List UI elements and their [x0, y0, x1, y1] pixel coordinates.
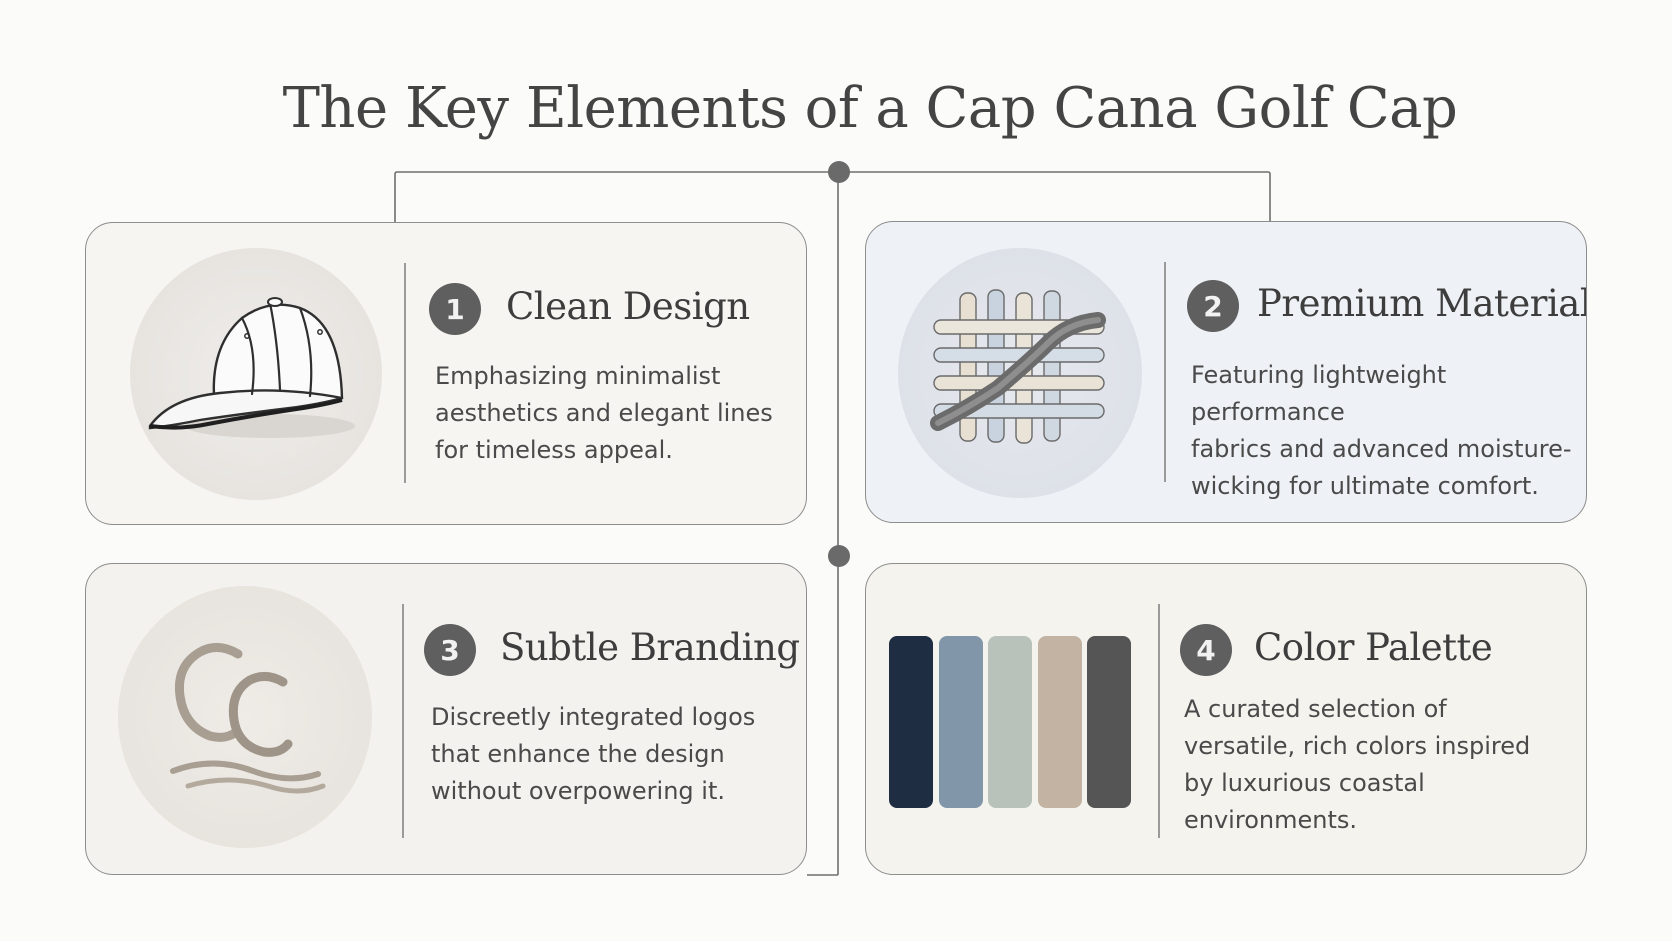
swatch-sage	[988, 636, 1032, 808]
connector-node-middle	[828, 545, 850, 567]
connector-node-top	[828, 161, 850, 183]
card-color-palette: 4 Color Palette A curated selection of v…	[865, 563, 1587, 875]
card-heading: Subtle Branding	[500, 626, 800, 669]
swatch-charcoal	[1087, 636, 1131, 808]
woven-fabric-icon	[898, 248, 1142, 498]
swatch-slate-blue	[938, 636, 983, 808]
cc-monogram-logo-icon	[118, 586, 372, 848]
card-heading: Color Palette	[1254, 626, 1493, 669]
card-description: Discreetly integrated logos that enhance…	[431, 703, 756, 805]
card-divider	[1164, 262, 1166, 482]
card-premium-materials: 2 Premium Materials Featuring lightweigh…	[865, 221, 1587, 523]
swatch-sand	[1037, 636, 1082, 808]
card-clean-design: 1 Clean Design Emphasizing minimalist ae…	[85, 222, 807, 525]
card-subtle-branding: 3 Subtle Branding Discreetly integrated …	[85, 563, 807, 875]
card-divider	[404, 263, 406, 483]
number-badge: 4	[1180, 624, 1232, 676]
number-badge: 3	[424, 624, 476, 676]
card-description: A curated selection of versatile, rich c…	[1184, 695, 1531, 834]
color-swatches-icon	[889, 636, 1134, 808]
card-divider	[402, 604, 404, 838]
number-badge: 1	[429, 283, 481, 335]
card-heading: Clean Design	[506, 285, 750, 328]
card-description: Emphasizing minimalist aesthetics and el…	[435, 362, 773, 464]
page-title: The Key Elements of a Cap Cana Golf Cap	[282, 75, 1458, 141]
card-divider	[1158, 604, 1160, 838]
swatch-navy	[889, 636, 933, 808]
baseball-cap-icon	[130, 248, 382, 500]
number-badge: 2	[1187, 280, 1239, 332]
card-heading: Premium Materials	[1257, 282, 1587, 325]
card-description: Featuring lightweight performance fabric…	[1191, 361, 1572, 500]
